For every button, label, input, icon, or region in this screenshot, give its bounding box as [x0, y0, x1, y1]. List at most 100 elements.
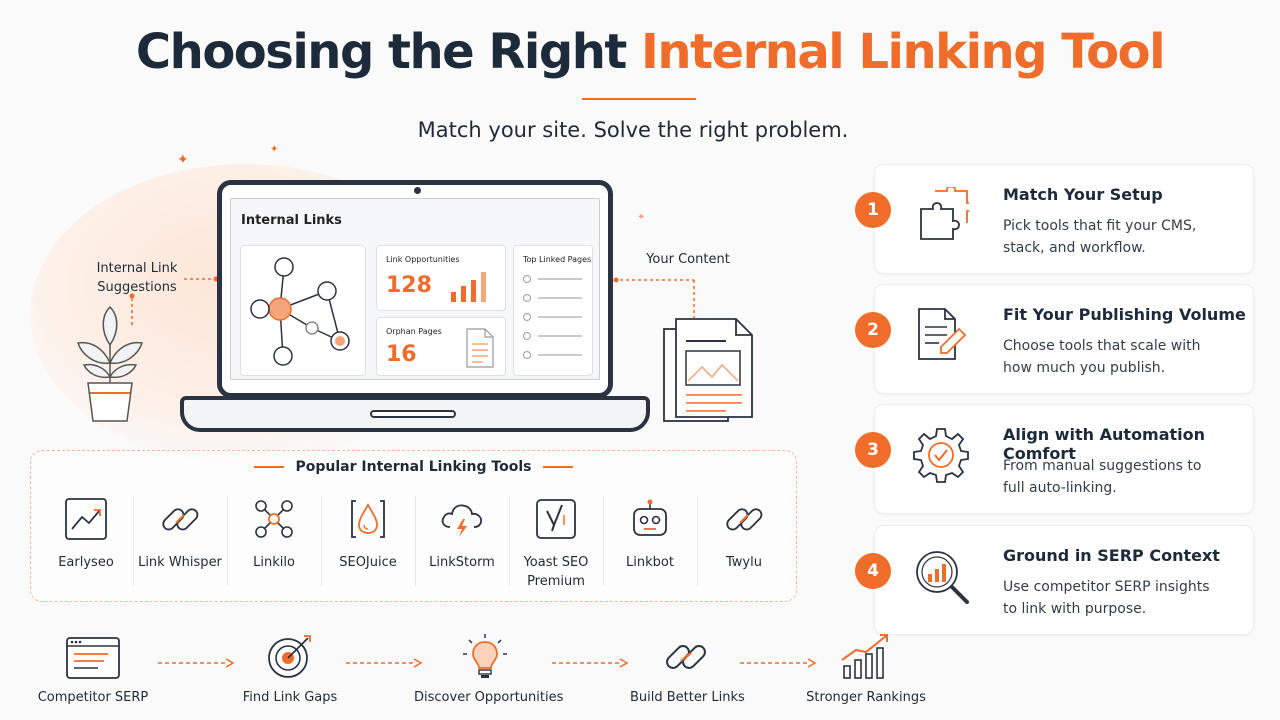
top-linked-pages-panel: Top Linked Pages — [513, 245, 593, 376]
flow-label: Discover Opportunities — [414, 690, 564, 705]
sparkle-icon: ✦ — [177, 152, 189, 168]
tool-divider — [603, 496, 604, 586]
link-opportunities-label: Link Opportunities — [386, 255, 460, 264]
step-badge-4: 4 — [855, 553, 891, 589]
tool-linkilo[interactable]: Linkilo — [227, 497, 321, 572]
link-opportunities-panel: Link Opportunities 128 — [376, 245, 506, 311]
orphan-pages-value: 16 — [386, 342, 417, 367]
tool-linkstorm[interactable]: LinkStorm — [415, 497, 509, 572]
tool-linkbot[interactable]: Linkbot — [603, 497, 697, 572]
annotation-line2: Suggestions — [97, 280, 177, 295]
tool-yoast-seo-premium[interactable]: Yoast SEO Premium — [509, 497, 603, 591]
robot-icon — [633, 499, 667, 536]
flow-arrow — [740, 658, 817, 668]
trackpad-notch — [370, 410, 456, 418]
card-fit-your-publishing-volume: Fit Your Publishing Volume Choose tools … — [874, 284, 1254, 394]
sparkle-icon: ✦ — [637, 212, 646, 223]
tool-divider — [227, 496, 228, 586]
card-align-with-automation-comfort: Align with Automation Comfort From manua… — [874, 404, 1254, 514]
tool-name: Yoast SEO Premium — [509, 553, 603, 591]
gear-check-icon — [913, 428, 969, 483]
flow-step-discover-opportunities: Discover Opportunities — [414, 632, 564, 705]
page-subtitle: Match your site. Solve the right problem… — [417, 118, 849, 142]
popular-tools-heading: Popular Internal Linking Tools — [31, 459, 796, 475]
laptop-screen: Internal Links — [217, 180, 613, 398]
card-desc-line2: full auto-linking. — [1003, 480, 1117, 496]
top-linked-label: Top Linked Pages — [523, 255, 592, 264]
puzzle-icon — [920, 187, 969, 240]
flow-arrow — [158, 658, 235, 668]
card-desc-line1: From manual suggestions to — [1003, 458, 1202, 474]
title-main: Choosing the Right — [135, 24, 642, 80]
card-title: Match Your Setup — [1003, 185, 1163, 204]
card-title: Ground in SERP Context — [1003, 546, 1220, 565]
card-description: Choose tools that scale with how much you… — [1003, 335, 1243, 379]
flow-arrow — [346, 658, 423, 668]
chart-icon — [65, 498, 107, 540]
laptop-base — [180, 396, 650, 432]
tool-name-line1: Yoast SEO — [523, 555, 589, 570]
link-graph-icon — [250, 257, 350, 366]
page-title: Choosing the Right Internal Linking Tool — [0, 24, 1280, 80]
card-description: From manual suggestions to full auto-link… — [1003, 455, 1243, 499]
flow-step-find-link-gaps: Find Link Gaps — [236, 632, 344, 705]
card-description: Pick tools that fit your CMS, stack, and … — [1003, 215, 1243, 259]
document-icon — [466, 328, 494, 368]
tool-seojuice[interactable]: SEOJuice — [321, 497, 415, 572]
link-graph-panel — [240, 245, 366, 376]
card-ground-in-serp-context: Ground in SERP Context Use competitor SE… — [874, 525, 1254, 635]
flow-step-build-better-links: Build Better Links — [630, 632, 745, 705]
card-desc-line2: to link with purpose. — [1003, 601, 1147, 617]
tool-link-whisper[interactable]: Link Whisper — [133, 497, 227, 572]
link-icon — [666, 645, 706, 669]
card-title: Align with Automation Comfort — [1003, 425, 1206, 463]
magnifier-chart-icon — [916, 551, 969, 604]
card-desc-line1: Use competitor SERP insights — [1003, 579, 1210, 595]
card-desc-line1: Pick tools that fit your CMS, — [1003, 218, 1197, 234]
tool-name-line2: Premium — [527, 574, 585, 589]
tool-name: Linkilo — [253, 555, 295, 570]
tool-name: Twylu — [726, 555, 762, 570]
annotation-your-content: Your Content — [646, 252, 730, 267]
card-desc-line1: Choose tools that scale with — [1003, 338, 1201, 354]
cloud-bolt-icon — [441, 504, 483, 537]
card-match-your-setup: Match Your Setup Pick tools that fit you… — [874, 164, 1254, 274]
flow-label: Stronger Rankings — [806, 690, 926, 705]
link-opportunities-value: 128 — [386, 273, 432, 298]
content-document-icon — [663, 318, 753, 422]
flow-step-stronger-rankings: Stronger Rankings — [806, 632, 926, 705]
step-badge-3: 3 — [855, 432, 891, 468]
popular-tools-panel: Popular Internal Linking Tools Earlyseo … — [30, 450, 797, 602]
annotation-connector — [129, 276, 219, 326]
tool-earlyseo[interactable]: Earlyseo — [39, 497, 133, 572]
card-desc-line2: how much you publish. — [1003, 360, 1166, 376]
bar-chart-icon — [451, 272, 486, 302]
annotation-link-suggestions: Internal Link Suggestions — [92, 259, 182, 297]
card-desc-line2: stack, and workflow. — [1003, 240, 1146, 256]
network-icon — [255, 500, 293, 538]
title-accent: Internal Linking Tool — [641, 24, 1166, 80]
tool-name: LinkStorm — [429, 555, 495, 570]
tool-name: Link Whisper — [138, 555, 222, 570]
camera — [414, 187, 421, 194]
tool-divider — [697, 496, 698, 586]
tool-divider — [133, 496, 134, 586]
target-icon — [268, 635, 311, 678]
flow-step-competitor-serp: Competitor SERP — [28, 632, 158, 705]
orphan-pages-label: Orphan Pages — [386, 327, 442, 336]
droplet-icon — [351, 500, 385, 538]
tool-name: SEOJuice — [339, 555, 397, 570]
step-badge-1: 1 — [855, 192, 891, 228]
tool-name: Linkbot — [626, 555, 674, 570]
card-description: Use competitor SERP insights to link with… — [1003, 576, 1243, 620]
tool-twylu[interactable]: Twylu — [697, 497, 791, 572]
step-badge-2: 2 — [855, 312, 891, 348]
browser-icon — [66, 637, 120, 679]
orphan-pages-panel: Orphan Pages 16 — [376, 317, 506, 376]
dashboard-title: Internal Links — [241, 213, 342, 228]
flow-label: Competitor SERP — [37, 690, 149, 705]
lightbulb-icon — [463, 634, 507, 678]
tool-divider — [321, 496, 322, 586]
dashboard: Internal Links — [230, 198, 600, 380]
tool-divider — [415, 496, 416, 586]
